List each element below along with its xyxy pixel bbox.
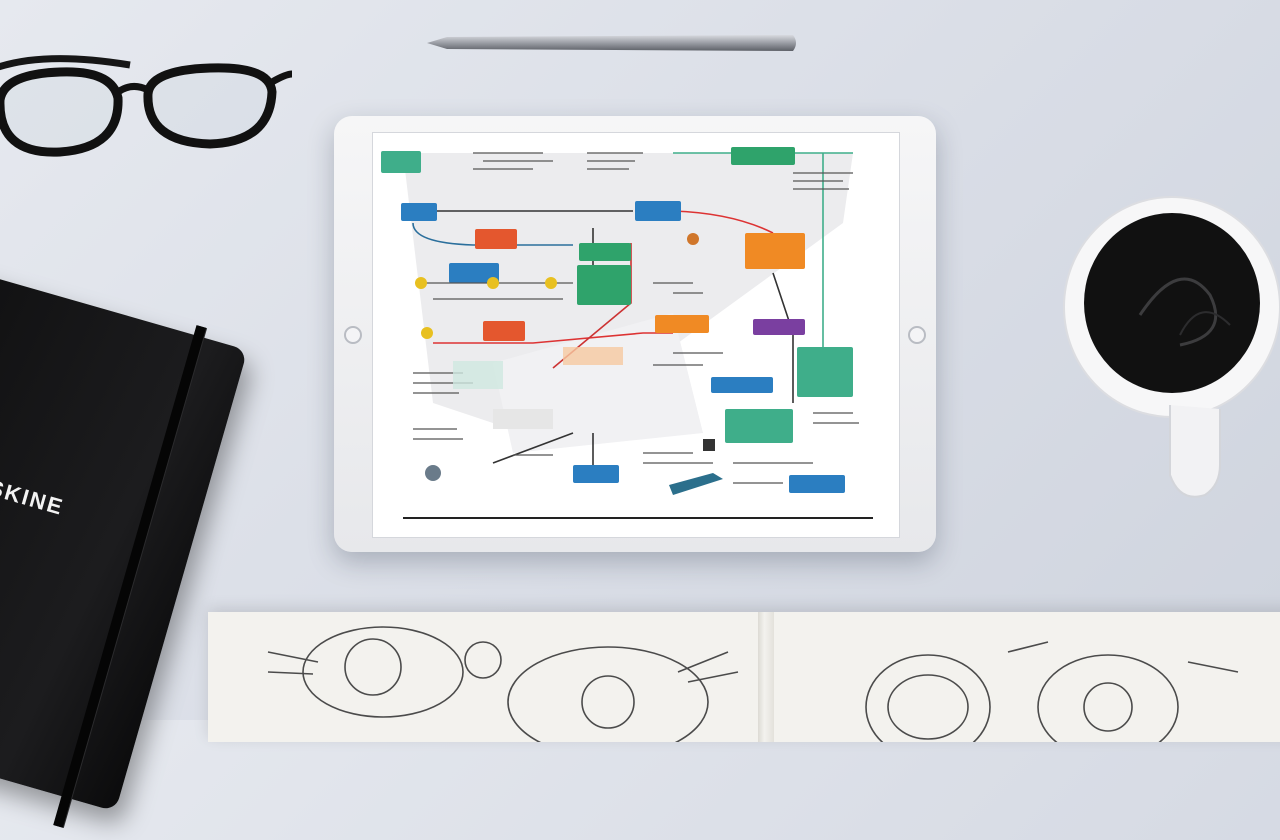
diagram-node <box>789 475 845 493</box>
diagram-node <box>577 265 631 305</box>
diagram-node <box>401 203 437 221</box>
desk-scene: OLESKINE <box>0 35 1280 828</box>
diagram-node <box>745 233 805 269</box>
stylus-pen <box>427 35 796 51</box>
diagram-node <box>579 243 631 261</box>
sketchbook-spine <box>758 612 774 742</box>
diagram-node <box>483 321 525 341</box>
diagram-node <box>573 465 619 483</box>
diagram-node <box>449 263 499 283</box>
coffee-cup <box>1063 196 1280 498</box>
notebook-brand-text: OLESKINE <box>0 460 67 521</box>
diagram-node <box>655 315 709 333</box>
glasses <box>0 55 293 157</box>
diagram-node <box>725 409 793 443</box>
sketchbook <box>208 612 1280 742</box>
diagram-node <box>731 147 795 165</box>
camera-icon <box>344 326 362 344</box>
tablet-device <box>334 116 936 552</box>
diagram-node <box>381 151 421 173</box>
notebook-elastic-band <box>53 325 207 828</box>
diagram-node <box>711 377 773 393</box>
diagram-node <box>797 347 853 397</box>
diagram-node <box>753 319 805 335</box>
flowchart-diagram <box>381 147 873 519</box>
diagram-node <box>635 201 681 221</box>
home-button-icon <box>908 326 926 344</box>
tablet-screen <box>372 132 900 538</box>
cell-sketches <box>267 626 1239 742</box>
diagram-node <box>475 229 517 249</box>
